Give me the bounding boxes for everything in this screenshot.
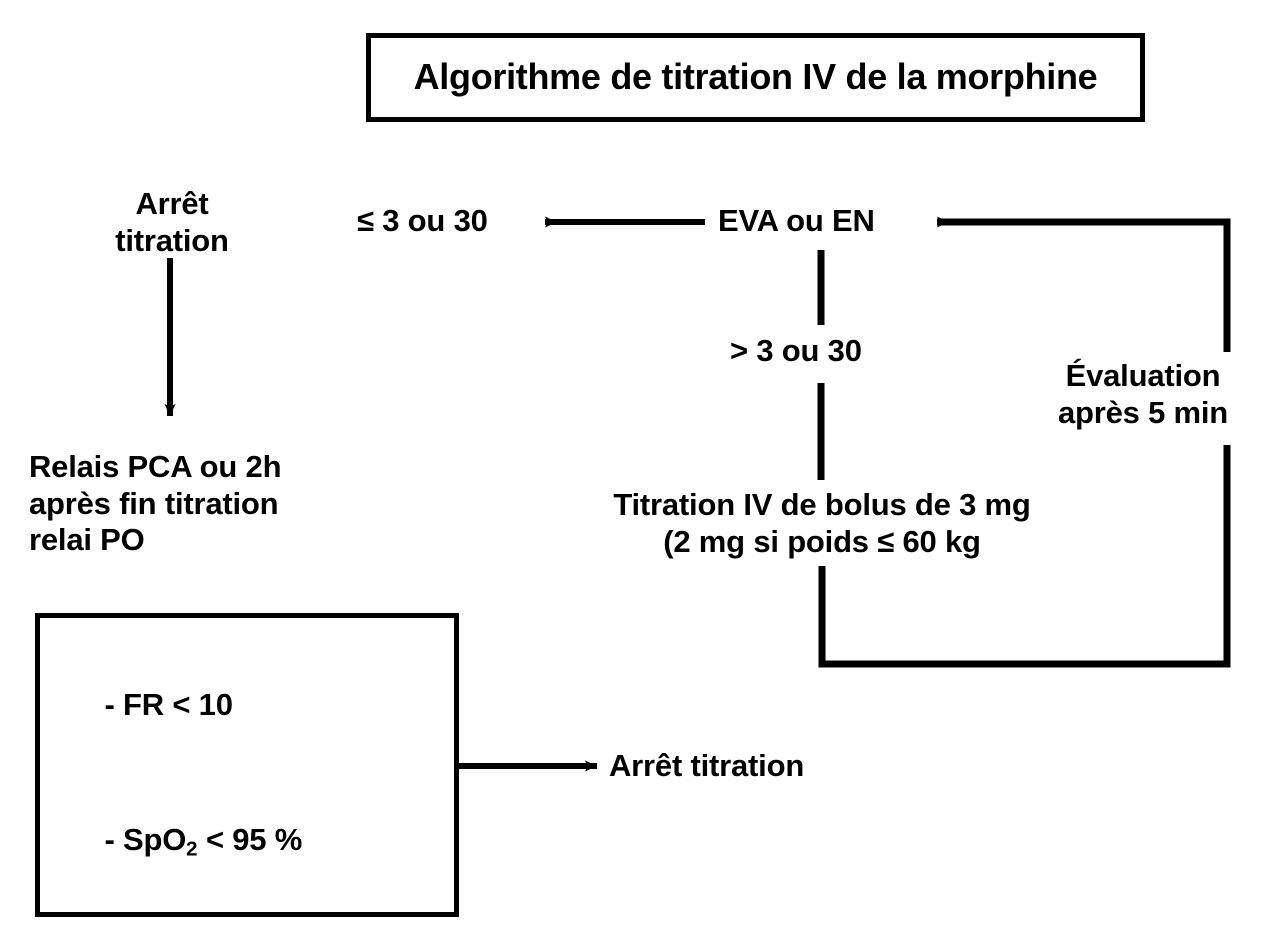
- label-arret-titration-top: Arrêt titration: [115, 186, 229, 258]
- label-relais-pca: Relais PCA ou 2h après fin titration rel…: [29, 449, 282, 558]
- label-arret-titration-outcome: Arrêt titration: [609, 748, 805, 783]
- criteria-line: - SpO2 < 95 %: [54, 783, 454, 899]
- criteria-text: - SpO: [104, 821, 187, 857]
- label-seuil-haut: > 3 ou 30: [730, 333, 862, 368]
- criteria-text: - FR < 10: [104, 687, 233, 723]
- criteria-subscript: 2: [186, 837, 198, 861]
- criteria-line: - Score de Ramsay > 2: [54, 918, 454, 952]
- label-titration-bolus: Titration IV de bolus de 3 mg (2 mg si p…: [613, 487, 1031, 559]
- page-title: Algorithme de titration IV de la morphin…: [413, 56, 1098, 98]
- criteria-text-after: < 95 %: [197, 821, 303, 857]
- label-eva-ou-en: EVA ou EN: [718, 203, 875, 238]
- criteria-box: - FR < 10 - SpO2 < 95 % - Score de Ramsa…: [35, 613, 459, 917]
- loop-evaluation-feedback: [818, 216, 1231, 668]
- label-seuil-bas: ≤ 3 ou 30: [357, 203, 488, 238]
- label-evaluation-apres-5-min: Évaluation après 5 min: [1057, 358, 1229, 430]
- diagram-title-box: Algorithme de titration IV de la morphin…: [366, 33, 1145, 122]
- criteria-line: - FR < 10: [54, 649, 454, 765]
